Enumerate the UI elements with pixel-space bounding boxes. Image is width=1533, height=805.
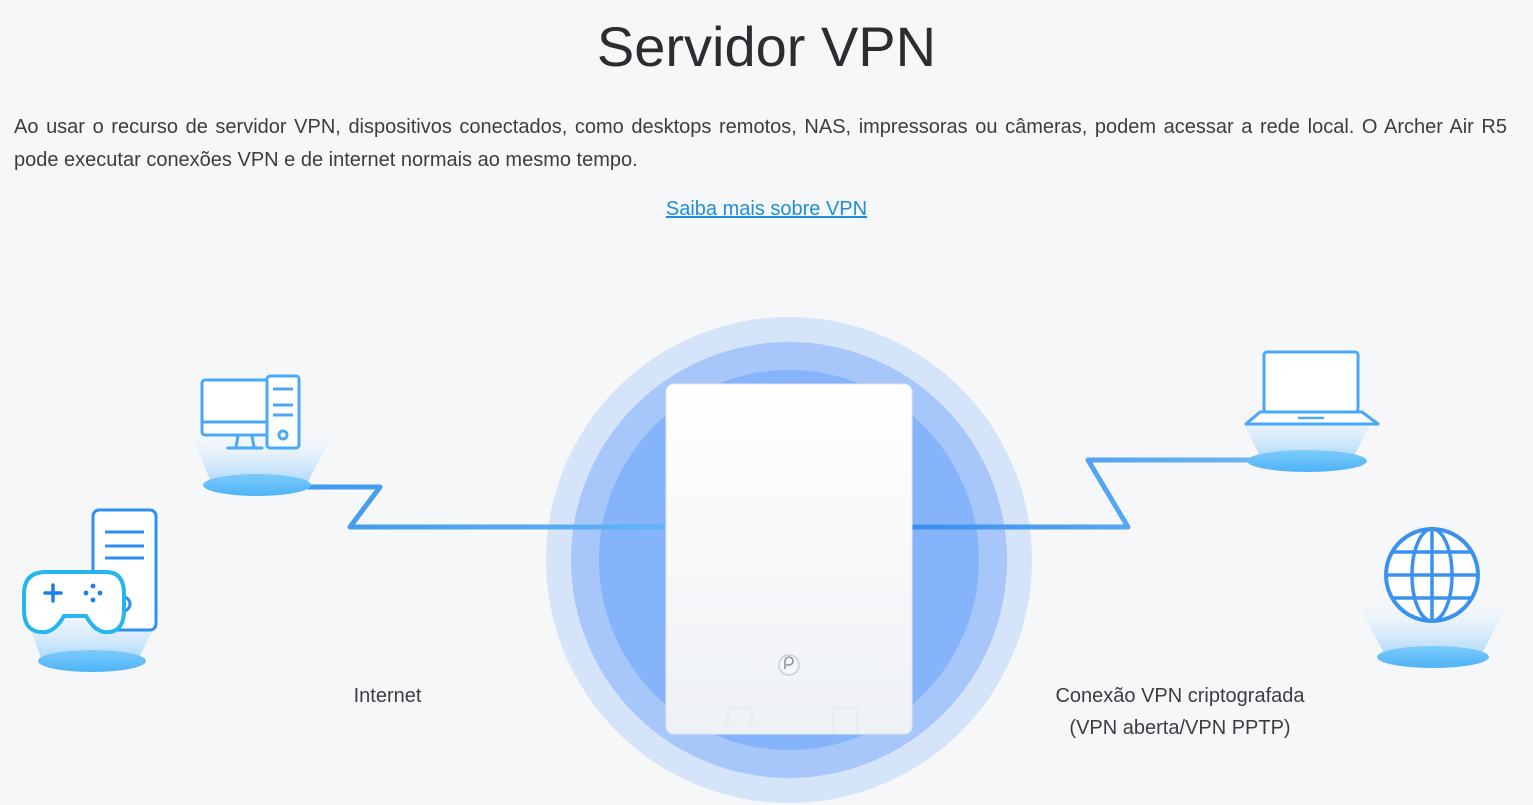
vpn-caption: Conexão VPN criptografada (VPN aberta/VP… — [1020, 680, 1340, 744]
line-laptop — [912, 457, 1262, 530]
desktop-computer-icon — [190, 374, 336, 496]
vpn-caption-line2: (VPN aberta/VPN PPTP) — [1069, 717, 1291, 739]
game-console-icon — [20, 508, 166, 672]
learn-more-link[interactable]: Saiba mais sobre VPN — [665, 198, 868, 220]
router-icon — [665, 383, 913, 735]
laptop-icon — [1234, 350, 1380, 472]
vpn-caption-line1: Conexão VPN criptografada — [1055, 685, 1305, 707]
learn-more-container: Saiba mais sobre VPN — [0, 198, 1533, 221]
globe-icon — [1356, 527, 1510, 668]
intro-text: Ao usar o recurso de servidor VPN, dispo… — [14, 116, 1507, 171]
page-title: Servidor VPN — [596, 15, 937, 78]
internet-caption: Internet — [353, 685, 422, 707]
line-desktop — [290, 484, 666, 530]
